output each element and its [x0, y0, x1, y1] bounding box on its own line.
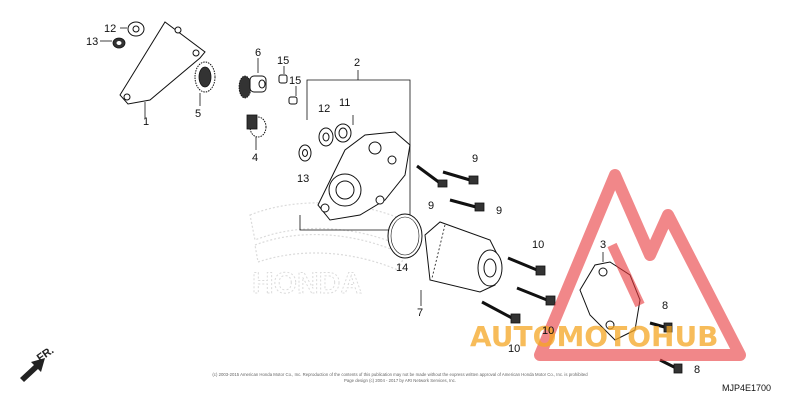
gear-5 [194, 61, 216, 106]
callout-5: 5 [195, 108, 201, 120]
honda-text: HONDA [252, 267, 362, 300]
bearing-11 [334, 123, 352, 143]
dowel-pin-15a [278, 66, 288, 84]
callout-13a: 13 [86, 36, 98, 48]
honda-wing-watermark: HONDA [249, 202, 421, 301]
diagram-code: MJP4E1700 [722, 383, 771, 393]
callout-3: 3 [600, 239, 606, 251]
callout-10a: 10 [532, 239, 544, 251]
bolt-9a [416, 164, 448, 188]
washer-13-lower [298, 144, 312, 162]
callout-14: 14 [396, 262, 408, 274]
bolt-9c [449, 198, 485, 212]
callout-15a: 15 [277, 55, 289, 67]
callout-4: 4 [252, 152, 258, 164]
callout-2: 2 [354, 57, 360, 69]
shift-motor [420, 221, 503, 306]
watermark-text: AUTOMOTOHUB [470, 320, 719, 353]
bolt-8b [659, 358, 683, 374]
gear-housing [317, 131, 411, 221]
dowel-pin-15b [288, 86, 298, 105]
callout-12b: 12 [318, 103, 330, 115]
callout-6: 6 [255, 47, 261, 59]
bolt-10c [481, 300, 521, 324]
callout-9b: 9 [428, 200, 434, 212]
callout-labels: 1 2 3 4 5 6 7 8 8 9 9 9 10 10 10 11 12 1… [86, 23, 700, 376]
callout-bracket-2 [299, 70, 411, 231]
callout-9a: 9 [472, 153, 478, 165]
gasket [119, 21, 206, 118]
callout-9c: 9 [496, 205, 502, 217]
callout-12a: 12 [104, 23, 116, 35]
callout-1: 1 [143, 116, 149, 128]
callout-10c: 10 [508, 343, 520, 355]
o-ring-14 [387, 213, 423, 259]
bolt-10a [507, 256, 546, 276]
front-direction-arrow: FR. [20, 344, 56, 382]
callout-8a: 8 [662, 300, 668, 312]
copyright-line-1: (c) 2003-2015 American Honda Motor Co., … [212, 372, 588, 377]
bolt-8a [649, 321, 673, 333]
bolt-9b [442, 170, 479, 185]
bolt-10b [516, 286, 556, 306]
washer-13-top [100, 37, 126, 49]
automotohub-watermark: AUTOMOTOHUB [470, 169, 746, 361]
washer-12-mid [318, 127, 334, 147]
copyright-line-2: Page design (c) 2004 - 2017 by ARI Netwo… [344, 378, 456, 383]
callout-15b: 15 [289, 75, 301, 87]
callout-13b: 13 [297, 173, 309, 185]
callout-10b: 10 [542, 325, 554, 337]
gear-6 [238, 58, 267, 99]
washer-12-top [120, 21, 145, 37]
callout-11: 11 [339, 97, 350, 109]
gear-4 [246, 114, 267, 150]
callout-7: 7 [417, 307, 423, 319]
callout-8b: 8 [694, 364, 700, 376]
